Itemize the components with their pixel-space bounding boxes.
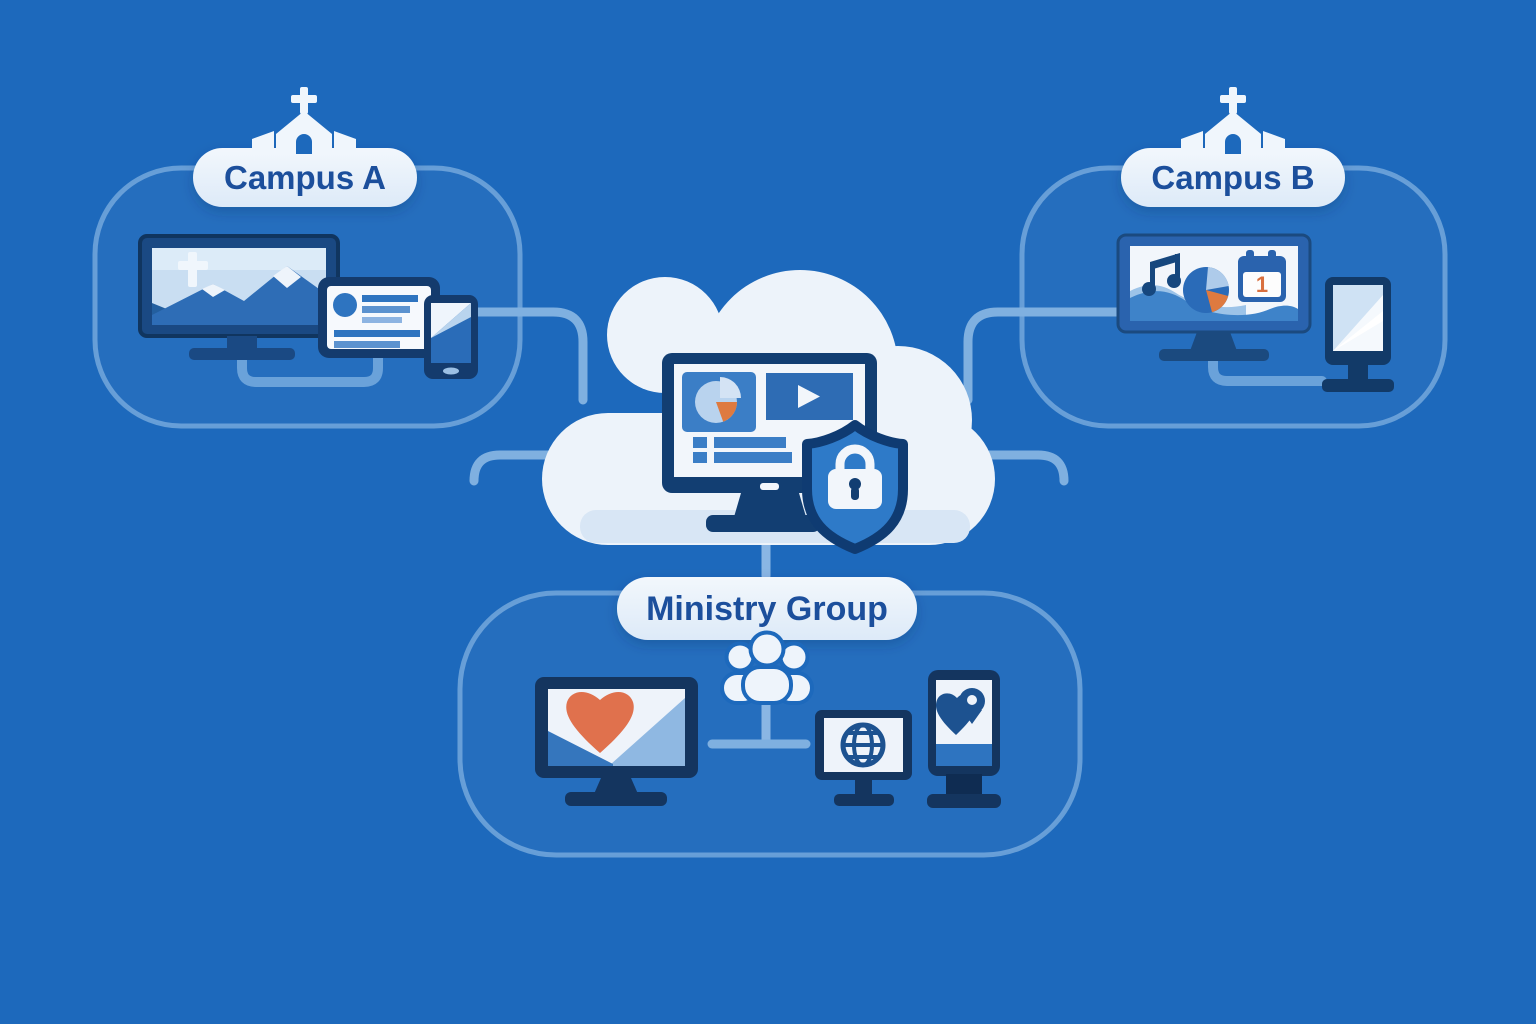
map-pin-icon xyxy=(935,688,985,735)
avatar-dot xyxy=(333,293,357,317)
video-play-icon xyxy=(766,373,853,420)
snow-cap xyxy=(273,266,301,288)
heart-monitor-neck xyxy=(594,778,638,794)
people-group-icon xyxy=(720,630,814,705)
connector-hub-stub-right xyxy=(973,450,1069,486)
hub-monitor-base xyxy=(706,515,820,532)
calendar-icon: 1 xyxy=(1238,250,1286,302)
campus-b-pill xyxy=(1121,148,1345,207)
globe-neck xyxy=(855,780,872,795)
monitor-base xyxy=(1159,349,1269,361)
globe-icon xyxy=(840,722,886,768)
announcement-tablet xyxy=(318,277,440,358)
wave-main xyxy=(1130,291,1298,321)
church-icon xyxy=(252,87,356,154)
kiosk-base xyxy=(927,794,1001,808)
bracket-campus-a xyxy=(237,353,383,387)
hub-monitor-neck xyxy=(734,493,806,517)
ministry-group-label: Ministry Group xyxy=(646,590,888,628)
heart-monitor-base xyxy=(565,792,667,806)
pie-chart-icon xyxy=(1183,267,1229,313)
bullet-list-rows xyxy=(693,437,792,463)
music-note-icon xyxy=(1142,253,1181,296)
globe-display xyxy=(815,710,912,806)
snow-cap xyxy=(202,284,225,297)
smartphone xyxy=(424,295,478,379)
play-triangle xyxy=(798,385,820,408)
cloud-hub xyxy=(542,270,995,554)
connector-campus-a-to-hub xyxy=(473,307,588,405)
map-pin-kiosk xyxy=(927,670,1001,808)
portrait-neck xyxy=(1348,365,1368,380)
church-door xyxy=(1225,134,1241,154)
bracket-campus-b xyxy=(1208,353,1327,386)
cross-icon xyxy=(178,252,208,287)
campus-a-pill xyxy=(193,148,417,207)
campus-a-label: Campus A xyxy=(224,159,386,196)
connector-hub-stub-left xyxy=(469,450,567,486)
shield-lock-icon xyxy=(802,420,908,554)
pie-chart-icon xyxy=(695,377,741,423)
church-door xyxy=(296,134,312,154)
home-button xyxy=(443,367,459,375)
kiosk-pedestal xyxy=(946,774,982,796)
connectors xyxy=(469,307,1125,749)
calendar-day: 1 xyxy=(1256,272,1268,297)
campus-b-label: Campus B xyxy=(1151,159,1314,196)
device-brackets xyxy=(237,353,1327,387)
kiosk-band xyxy=(936,744,992,766)
tv-base xyxy=(189,348,295,360)
tv-neck xyxy=(227,336,257,349)
globe-base xyxy=(834,794,894,806)
ministry-pill xyxy=(617,577,917,640)
portrait-base xyxy=(1322,379,1394,392)
lock-shackle xyxy=(835,444,875,471)
tv-cross-mountain-display xyxy=(138,234,340,360)
portrait-display xyxy=(1322,277,1394,392)
text-lines xyxy=(334,295,420,348)
connector-campus-b-to-hub xyxy=(963,307,1125,405)
media-dashboard-display: 1 xyxy=(1116,233,1312,361)
heart-envelope-display xyxy=(535,677,698,806)
heart-icon xyxy=(566,691,634,753)
hub-monitor-notch xyxy=(760,483,779,490)
church-icon xyxy=(1181,87,1285,154)
lock-keyhole xyxy=(849,478,861,490)
monitor-neck xyxy=(1190,332,1237,351)
